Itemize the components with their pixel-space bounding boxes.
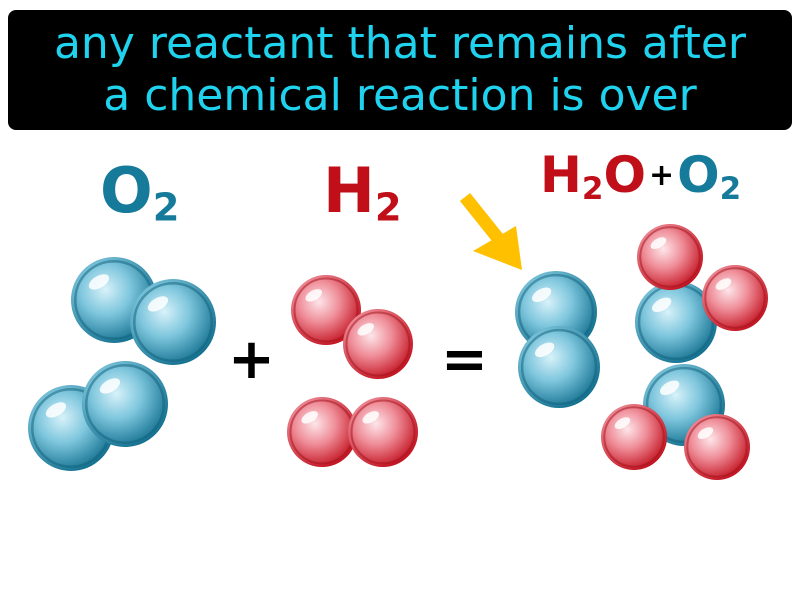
hydrogen-atom [343,309,413,379]
oxygen-molecule [71,257,216,365]
pointer-arrow-icon [459,192,522,270]
formula-symbol: O [100,154,153,227]
oxygen-atom [130,279,216,365]
definition-line-1: any reactant that remains after [53,18,747,69]
reactant-oxygen-formula: O2 [100,160,179,228]
formula-subscript: 2 [719,170,742,207]
formula-symbol: O [677,146,720,204]
water-formula: H2O [540,146,646,204]
excess-oxygen-formula: O2 [677,146,741,204]
equals-sign: = [441,327,488,392]
hydrogen-molecule [291,275,413,379]
definition-line-2: a chemical reaction is over [103,70,697,121]
formula-subscript: 2 [581,170,604,207]
hydrogen-atom [684,414,750,480]
hydrogen-atom [637,224,703,290]
hydrogen-atom [702,265,768,331]
hydrogen-atom [287,397,357,467]
formula-symbol: H [323,154,375,227]
products-formula: H2O+O2 [540,150,741,205]
product-plus-sign: + [648,157,675,193]
oxygen-molecule [28,361,168,471]
hydrogen-atom [348,397,418,467]
hydrogen-atom [601,404,667,470]
plus-sign: + [228,327,275,392]
formula-symbol: O [603,146,646,204]
oxygen-atom [518,326,600,408]
formula-subscript: 2 [152,185,180,231]
reactant-hydrogen-formula: H2 [323,160,402,228]
excess-oxygen-molecule [515,271,600,408]
oxygen-atom [82,361,168,447]
water-molecule [601,364,750,480]
hydrogen-molecule [287,397,418,467]
formula-subscript: 2 [374,185,402,231]
water-molecule [635,224,768,363]
definition-banner: any reactant that remains after a chemic… [8,10,792,130]
formula-symbol: H [540,146,582,204]
